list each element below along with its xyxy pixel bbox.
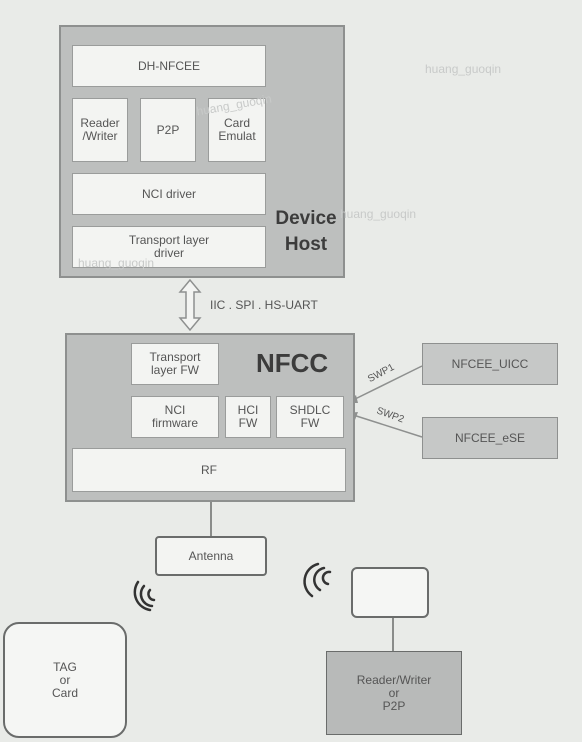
nci-driver-box: NCI driver [72, 173, 266, 215]
wireless-icon-right [303, 562, 332, 598]
watermark: huang_guoqin [340, 207, 417, 221]
nfcee-uicc-box: NFCEE_UICC [422, 343, 558, 385]
reader-writer-box: Reader /Writer [72, 98, 128, 162]
reader-device-box [351, 567, 429, 618]
swp1-line [346, 365, 423, 404]
rf-box: RF [72, 448, 346, 492]
antenna-box: Antenna [155, 536, 267, 576]
host-nfcc-double-arrow [178, 278, 202, 332]
interface-label: IIC . SPI . HS-UART [210, 298, 318, 312]
tag-card-box: TAG or Card [3, 622, 127, 738]
transport-driver-box: Transport layer driver [72, 226, 266, 268]
shdlc-fw-box: SHDLC FW [276, 396, 344, 438]
reader-writer-p2p-box: Reader/Writer or P2P [326, 651, 462, 735]
dh-nfcee-box: DH-NFCEE [72, 45, 266, 87]
transport-fw-box: Transport layer FW [131, 343, 219, 385]
nfcc-title: NFCC [256, 348, 329, 378]
card-emulation-box: Card Emulat [208, 98, 266, 162]
hci-fw-box: HCI FW [225, 396, 271, 438]
nfcee-ese-box: NFCEE_eSE [422, 417, 558, 459]
p2p-box: P2P [140, 98, 196, 162]
swp2-line [346, 412, 423, 438]
wireless-icon-left [133, 580, 156, 612]
watermark: huang_guoqin [425, 62, 502, 76]
device-host-title: Device Host [275, 208, 337, 255]
nci-firmware-box: NCI firmware [131, 396, 219, 438]
watermark: huang_guoqin [78, 256, 155, 270]
